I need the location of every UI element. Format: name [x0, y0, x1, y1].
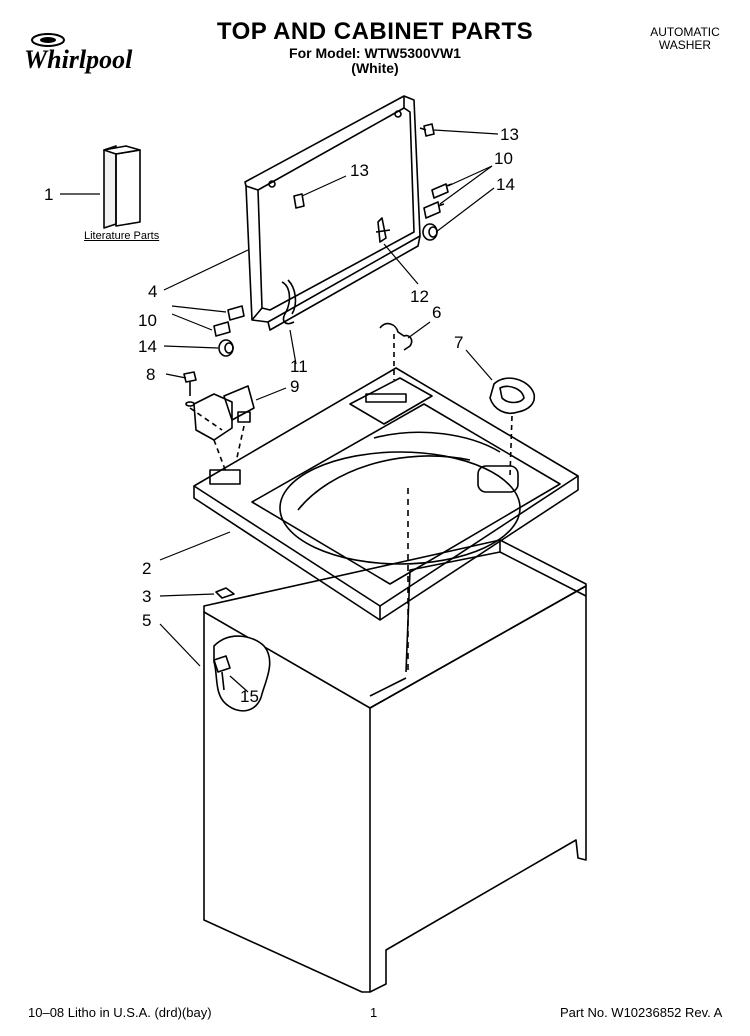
callout-1: 1	[44, 185, 53, 204]
literature-booklet	[103, 145, 141, 229]
callout-6: 6	[432, 303, 441, 322]
callout-10-left: 10	[138, 311, 157, 330]
callout-12: 12	[410, 287, 429, 306]
callout-8: 8	[146, 365, 155, 384]
callout-14-right: 14	[496, 175, 515, 194]
lid-hinge-left	[281, 279, 297, 325]
dispenser	[489, 377, 536, 477]
document-type: AUTOMATIC WASHER	[630, 26, 740, 52]
footer-page-number: 1	[370, 1005, 378, 1020]
bumper-14-left	[218, 339, 234, 357]
callout-10-right: 10	[494, 149, 513, 168]
callout-11: 11	[290, 357, 308, 376]
callout-7: 7	[454, 333, 463, 352]
callout-15: 15	[240, 687, 259, 706]
callout-labels: 1 4 10 14 8 9 11 12 6 7 13 13 10 14 2 3 …	[44, 125, 519, 706]
doc-type-line2: WASHER	[658, 38, 712, 52]
cabinet	[203, 539, 587, 993]
callout-13-top: 13	[500, 125, 519, 144]
screw-8	[183, 371, 223, 431]
model-color: (White)	[351, 60, 399, 76]
cabinet-clip	[215, 587, 235, 599]
callout-3: 3	[142, 587, 151, 606]
page-title: TOP AND CABINET PARTS	[216, 18, 534, 45]
callout-2: 2	[142, 559, 151, 578]
literature-parts-label: Literature Parts	[84, 230, 160, 242]
model-info: For Model: WTW5300VW1 (White)	[250, 46, 500, 76]
hinge-pin	[379, 322, 413, 380]
callout-14-left: 14	[138, 337, 157, 356]
cabinet-cutaway	[213, 635, 271, 712]
bumper-14-right	[422, 223, 438, 241]
top-panel	[193, 367, 579, 672]
callout-9: 9	[290, 377, 299, 396]
lid	[244, 95, 421, 331]
screw-13-top	[419, 123, 435, 137]
footer-print-info: 10–08 Litho in U.S.A. (drd)(bay)	[28, 1005, 212, 1020]
doc-type-line1: AUTOMATIC	[650, 25, 720, 39]
lid-switch	[193, 385, 255, 473]
brand-wordmark: Whirlpool	[24, 45, 133, 74]
screw-10-right-b	[423, 201, 445, 219]
lid-hinge-right	[375, 217, 391, 243]
leader-lines	[60, 129, 499, 693]
callout-13-lid: 13	[350, 161, 369, 180]
screw-13-lid	[293, 193, 305, 209]
whirlpool-logo: Whirlpool	[24, 33, 133, 74]
screw-10-left-b	[213, 321, 231, 337]
footer-part-number: Part No. W10236852 Rev. A	[560, 1005, 723, 1020]
model-number: For Model: WTW5300VW1	[289, 45, 461, 61]
callout-5: 5	[142, 611, 151, 630]
callout-4: 4	[148, 282, 157, 301]
screw-10-left-a	[227, 305, 245, 321]
